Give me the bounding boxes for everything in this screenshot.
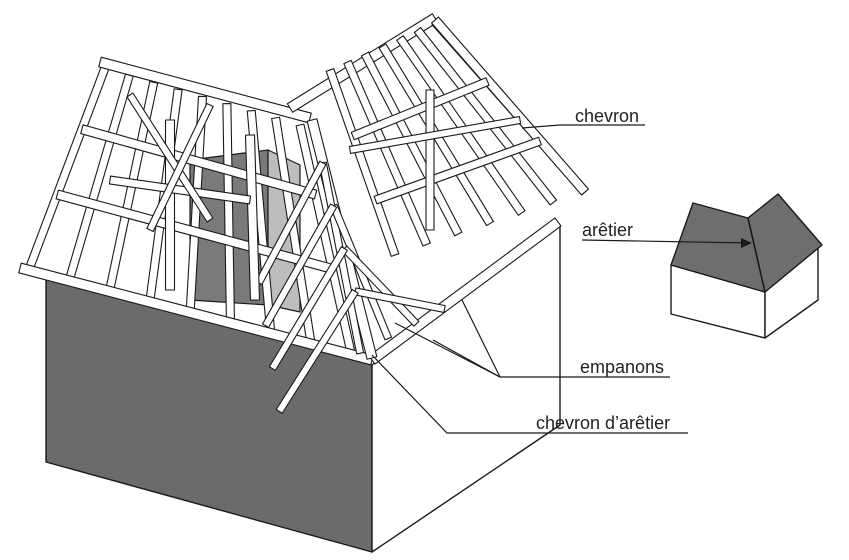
brace	[146, 102, 214, 233]
label-empanons: empanons	[580, 357, 664, 377]
leader-chevron	[521, 124, 645, 129]
purlin-back	[350, 77, 490, 141]
label-aretier: arêtier	[582, 220, 633, 240]
label-chevron: chevron	[575, 106, 639, 126]
brace-back	[348, 116, 522, 154]
ridge-beam	[98, 56, 312, 124]
main-roof-rafter	[23, 66, 110, 274]
chevron-rafter	[413, 26, 558, 206]
leader-chevron-aretier	[371, 354, 688, 434]
post-back	[425, 89, 435, 231]
purlin	[80, 124, 318, 200]
jack-rafter-empanon	[353, 287, 446, 314]
reference-house	[670, 193, 823, 339]
post	[244, 134, 261, 301]
leader-empanons-3	[461, 299, 501, 378]
reference-house-hip-line	[747, 217, 766, 293]
label-chevron-aretier: chevron d’arêtier	[536, 413, 670, 433]
arrow-head-icon	[741, 238, 752, 248]
purlin-back	[373, 136, 542, 205]
chevron-rafter-end	[431, 16, 589, 196]
jack-rafter-front	[268, 246, 348, 371]
timber-frame	[18, 13, 589, 414]
tie-beam	[108, 175, 252, 205]
brace	[126, 92, 214, 223]
chevron-rafter	[325, 68, 400, 257]
jack-rafter-front	[255, 160, 327, 286]
leader-aretier-arrow	[581, 239, 749, 244]
jack-rafter-front	[262, 203, 338, 328]
chevron-rafter	[343, 59, 431, 247]
chevron-rafter	[396, 35, 526, 216]
leader-empanons-2	[394, 322, 501, 378]
side-wall	[371, 224, 561, 553]
jack-rafter-front	[275, 288, 359, 414]
leader-lines	[371, 124, 752, 434]
chevron-rafter	[360, 51, 463, 237]
